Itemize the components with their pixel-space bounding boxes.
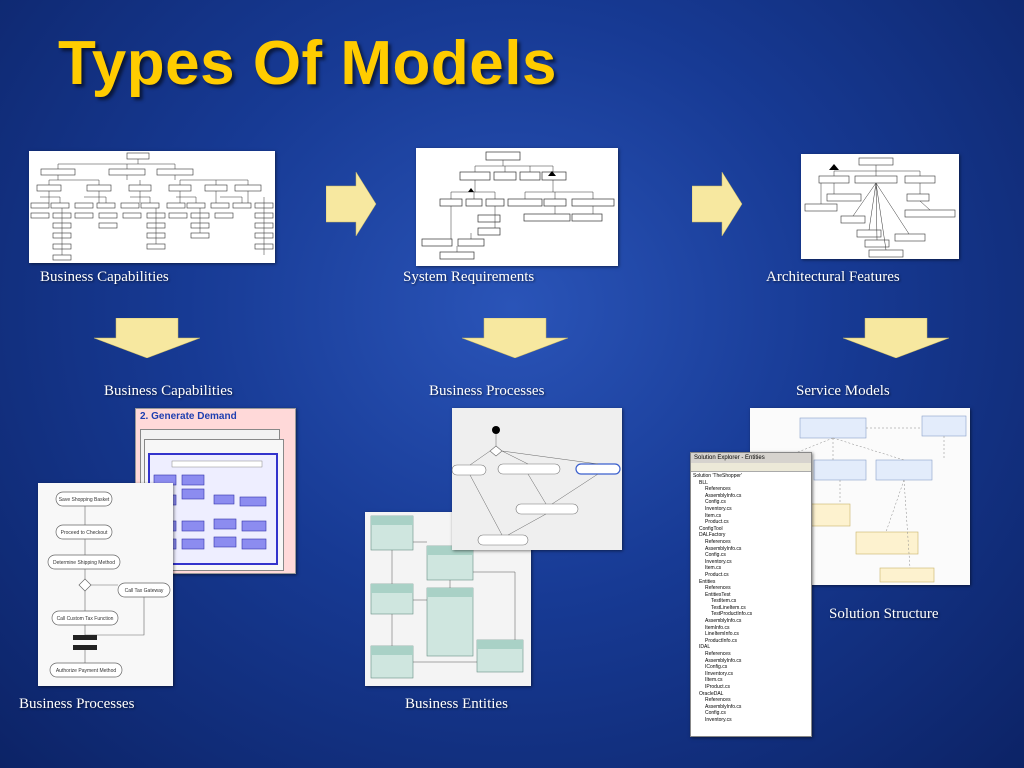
solution-explorer-item[interactable]: ConfigTool xyxy=(699,525,723,532)
system-requirements-diagram xyxy=(416,148,618,266)
solution-explorer-item[interactable]: IInventory.cs xyxy=(705,670,733,677)
solution-explorer-item[interactable]: AssemblyInfo.cs xyxy=(705,657,742,664)
solution-explorer-item[interactable]: TestProductInfo.cs xyxy=(711,611,753,618)
solution-explorer-item[interactable]: Config.cs xyxy=(705,552,726,559)
solution-explorer-item[interactable]: References xyxy=(705,697,731,704)
right-arrow-1 xyxy=(326,172,377,236)
solution-explorer-toolbar xyxy=(691,463,811,472)
solution-explorer-item[interactable]: TestLineItem.cs xyxy=(711,604,746,611)
solution-explorer-item[interactable]: References xyxy=(705,651,731,658)
right-arrow-2 xyxy=(692,172,743,236)
solution-explorer-item[interactable]: DALFactory xyxy=(699,532,726,539)
solution-explorer-item[interactable]: AssemblyInfo.cs xyxy=(705,492,742,499)
solution-explorer-item[interactable]: References xyxy=(705,538,731,545)
caption-business-capabilities-second: Business Capabilities xyxy=(104,383,233,399)
solution-explorer-item[interactable]: Inventory.cs xyxy=(705,716,732,723)
solution-explorer-item[interactable]: Product.cs xyxy=(705,519,729,526)
solution-explorer-panel[interactable]: Solution Explorer - Entities Solution 'T… xyxy=(690,452,812,737)
business-processes-svg xyxy=(452,426,621,546)
solution-explorer-item[interactable]: TestItem.cs xyxy=(711,598,737,605)
caption-business-capabilities-top: Business Capabilities xyxy=(40,269,169,285)
solution-explorer-item[interactable]: IProduct.cs xyxy=(705,684,731,690)
caption-system-requirements: System Requirements xyxy=(403,269,535,285)
caption-business-processes-second: Business Processes xyxy=(429,383,545,399)
solution-explorer-title: Solution Explorer - Entities xyxy=(691,453,811,463)
caption-business-processes-bottom: Business Processes xyxy=(19,696,135,712)
process-flow-svg: Save Shopping Basket Proceed to Checkout… xyxy=(47,491,171,678)
solution-explorer-item[interactable]: References xyxy=(705,585,731,592)
solution-explorer-item[interactable]: Item.cs xyxy=(705,565,722,572)
solution-explorer-item[interactable]: Inventory.cs xyxy=(705,558,732,565)
caption-service-models: Service Models xyxy=(796,383,890,399)
business-processes-activity-diagram xyxy=(452,408,622,550)
system-requirements-svg xyxy=(421,151,615,260)
solution-explorer-item[interactable]: OracleDAL xyxy=(699,690,724,697)
generate-demand-header: 2. Generate Demand xyxy=(140,411,237,422)
step-proceed-checkout: Proceed to Checkout xyxy=(61,530,108,536)
solution-explorer-item[interactable]: Item.cs xyxy=(705,512,722,519)
solution-explorer-item[interactable]: IDAL xyxy=(699,644,711,651)
down-arrow-3 xyxy=(843,318,949,358)
business-entities-diagram xyxy=(365,512,531,686)
solution-explorer-item[interactable]: Config.cs xyxy=(705,499,726,506)
step-save-basket: Save Shopping Basket xyxy=(59,497,110,503)
solution-explorer-item[interactable]: AssemblyInfo.cs xyxy=(705,545,742,552)
solution-explorer-item[interactable]: LineItemInfo.cs xyxy=(705,631,739,638)
solution-explorer-item[interactable]: EntitiesTest xyxy=(705,591,731,598)
service-models-svg xyxy=(755,415,967,583)
capabilities-tree-svg xyxy=(30,152,274,261)
business-capabilities-tree xyxy=(29,151,275,263)
step-tax-gateway: Call Tax Gateway xyxy=(125,588,164,594)
step-shipping-method: Determine Shipping Method xyxy=(53,560,115,566)
solution-explorer-item[interactable]: IItem.cs xyxy=(705,677,723,684)
solution-explorer-item[interactable]: References xyxy=(705,486,731,493)
solution-explorer-item[interactable]: Product.cs xyxy=(705,571,729,578)
architectural-features-diagram xyxy=(801,154,959,259)
solution-explorer-item[interactable]: AssemblyInfo.cs xyxy=(705,618,742,625)
slide-title: Types Of Models xyxy=(58,29,557,98)
caption-business-entities: Business Entities xyxy=(405,696,508,712)
down-arrow-1 xyxy=(94,318,200,358)
solution-explorer-item[interactable]: Inventory.cs xyxy=(705,505,732,512)
business-entities-svg xyxy=(370,515,524,679)
solution-explorer-item[interactable]: ItemInfo.cs xyxy=(705,624,730,631)
caption-architectural-features: Architectural Features xyxy=(766,269,900,285)
solution-explorer-item[interactable]: Entities xyxy=(699,578,716,585)
solution-explorer-item[interactable]: ProductInfo.cs xyxy=(705,637,737,644)
solution-explorer-item[interactable]: AssemblyInfo.cs xyxy=(705,703,742,710)
down-arrow-2 xyxy=(462,318,568,358)
solution-explorer-item[interactable]: BLL xyxy=(699,479,708,486)
step-custom-tax: Call Custom Tax Function xyxy=(57,616,114,622)
process-flow-diagram: Save Shopping Basket Proceed to Checkout… xyxy=(38,483,173,686)
solution-explorer-item[interactable]: Solution 'TheShopper' xyxy=(693,473,742,479)
solution-explorer-item[interactable]: Config.cs xyxy=(705,710,726,717)
caption-solution-structure: Solution Structure xyxy=(829,606,939,622)
step-authorize-payment: Authorize Payment Method xyxy=(56,668,117,674)
architectural-features-svg xyxy=(804,157,956,258)
solution-explorer-item[interactable]: IConfig.cs xyxy=(705,664,728,671)
